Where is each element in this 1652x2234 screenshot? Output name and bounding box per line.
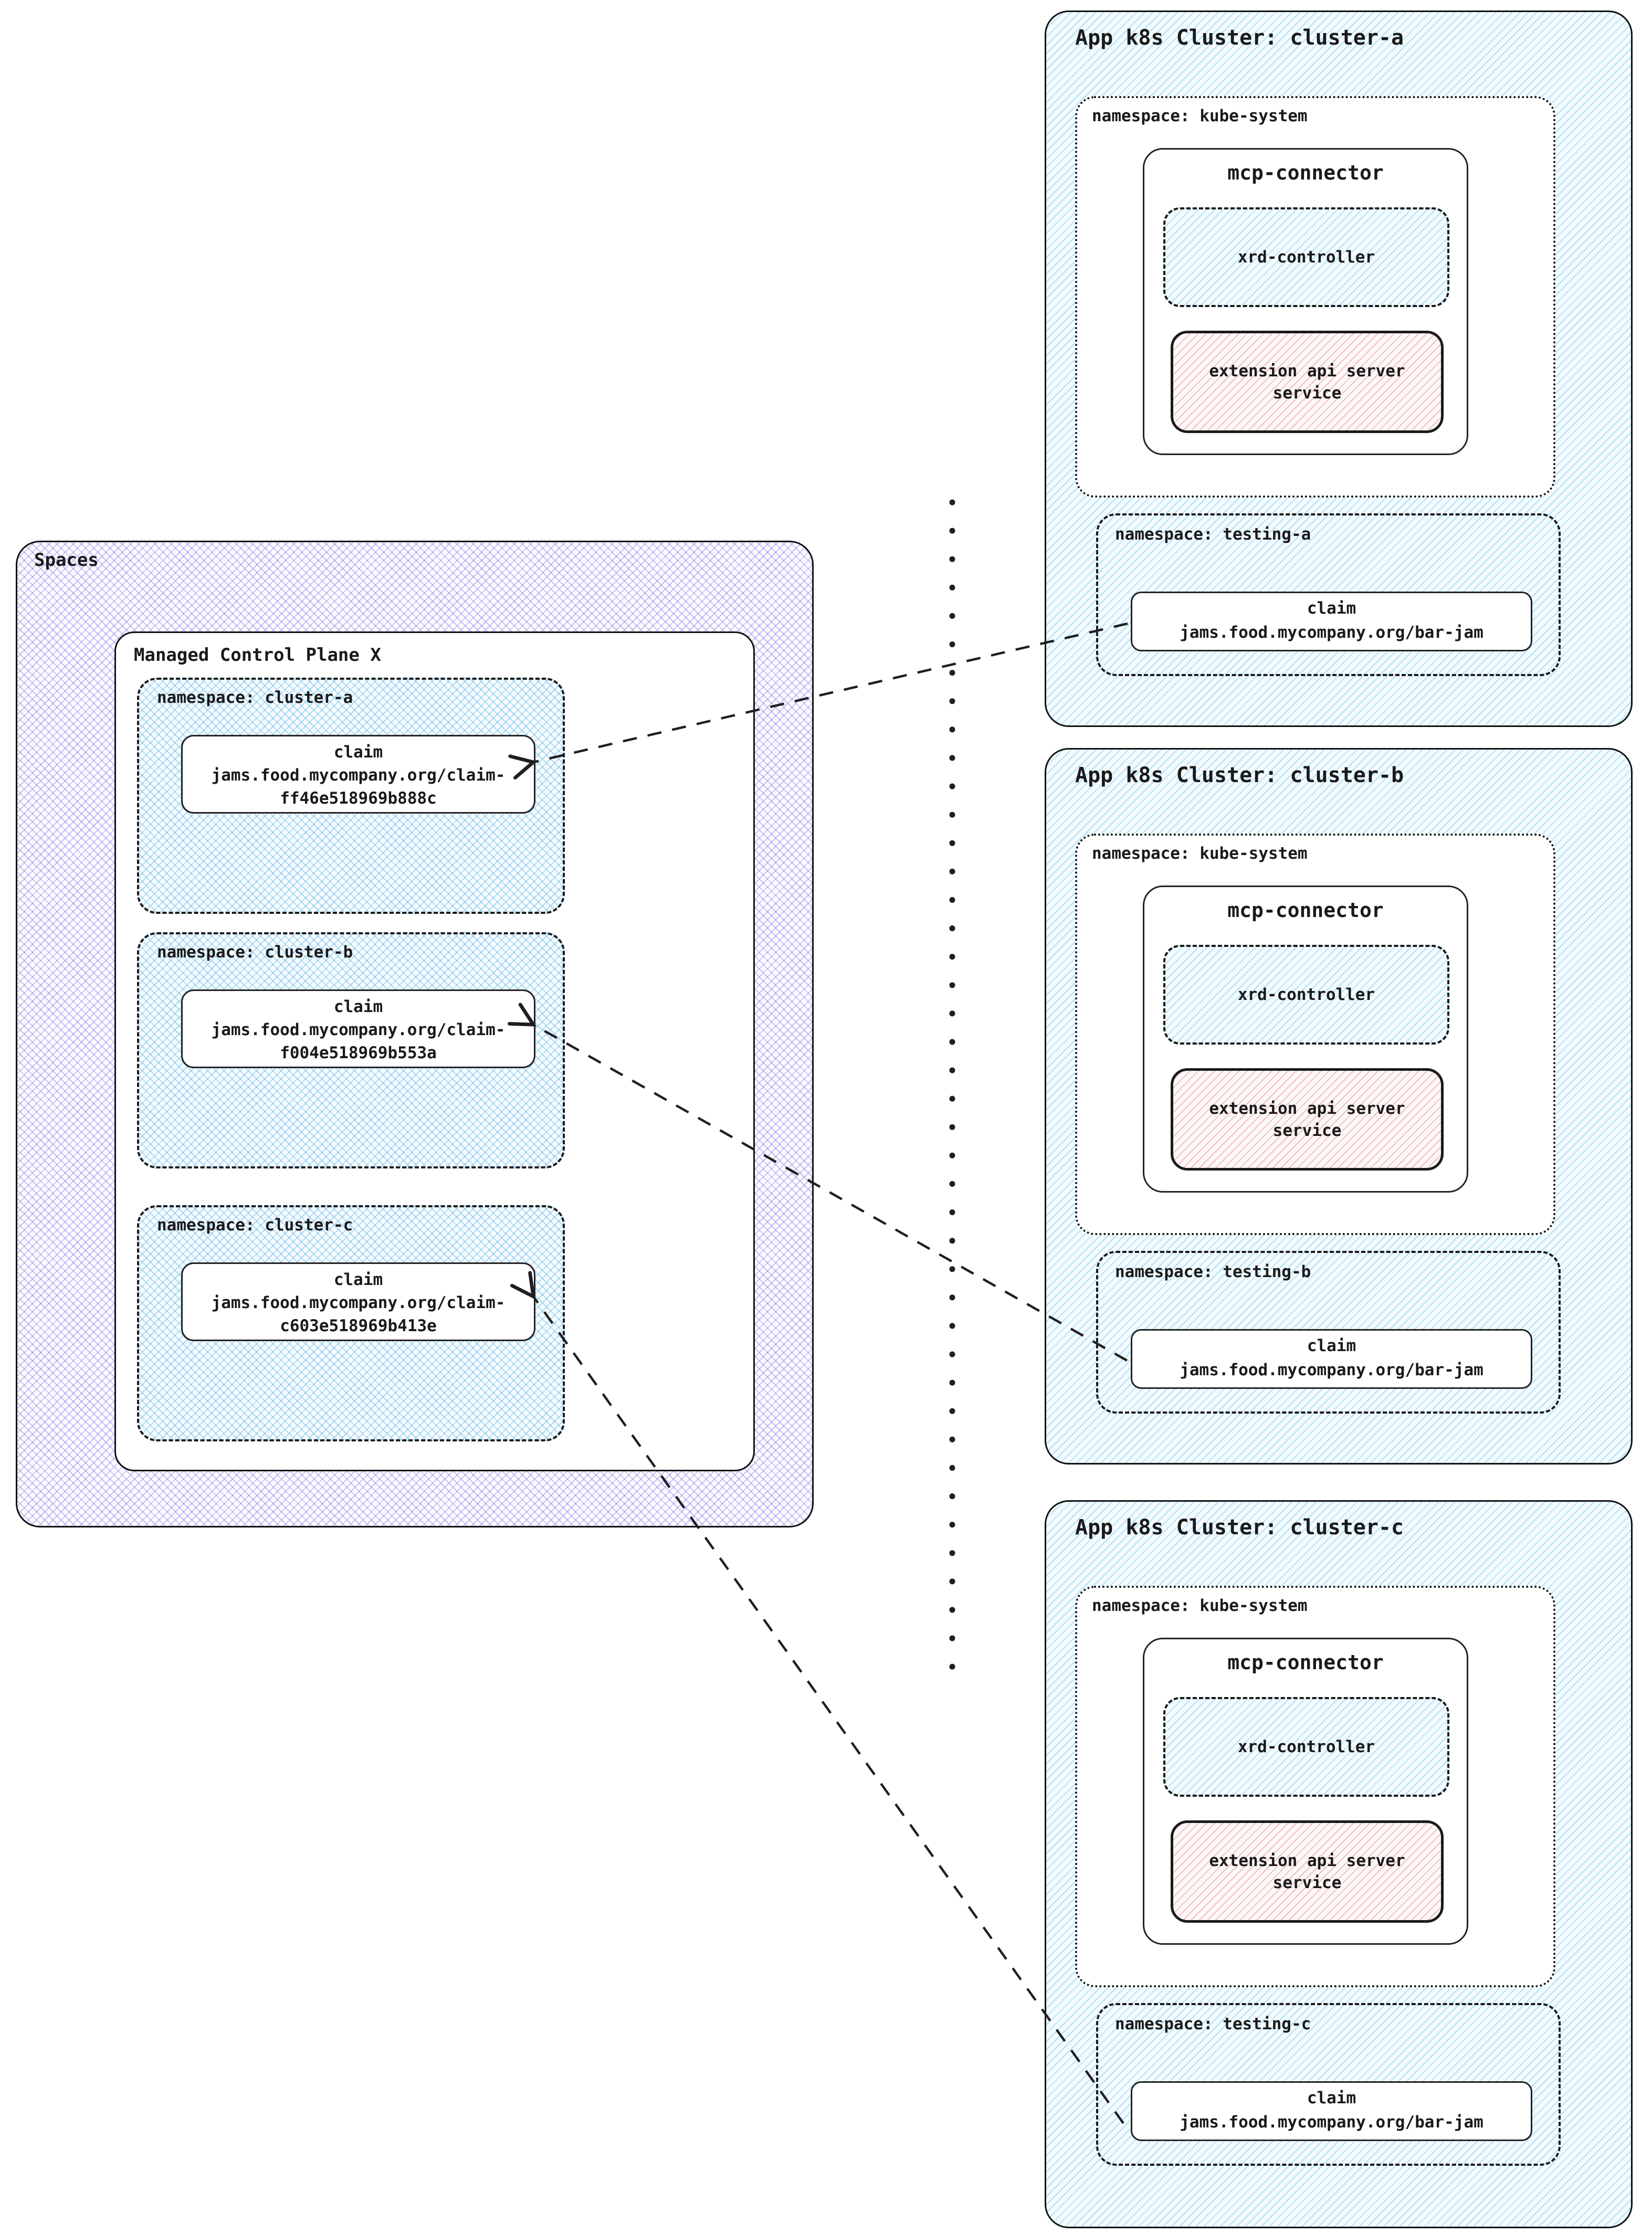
testing-b-label: namespace: testing-b xyxy=(1115,1262,1311,1281)
claim-line2: c603e518969b413e xyxy=(280,1316,437,1335)
cluster-b-mcp-connector-box: mcp-connector xrd-controller extension a… xyxy=(1143,886,1468,1193)
cluster-c-claim-box: claim jams.food.mycompany.org/bar-jam xyxy=(1131,2081,1532,2141)
claim-value: jams.food.mycompany.org/bar-jam xyxy=(1180,2113,1483,2132)
claim-box-cluster-b: claim jams.food.mycompany.org/claim- f00… xyxy=(181,989,535,1068)
claim-line1: jams.food.mycompany.org/claim- xyxy=(211,1293,506,1312)
cluster-c-xrd-controller-box: xrd-controller xyxy=(1163,1697,1449,1797)
claim-line1: jams.food.mycompany.org/claim- xyxy=(211,766,506,785)
testing-c-label: namespace: testing-c xyxy=(1115,2015,1311,2033)
namespace-cluster-c-label: namespace: cluster-c xyxy=(157,1216,353,1235)
namespace-cluster-c-box: namespace: cluster-c claim jams.food.myc… xyxy=(137,1205,565,1441)
cluster-a-testing-namespace-box: namespace: testing-a claim jams.food.myc… xyxy=(1096,513,1561,676)
managed-control-plane-box: Managed Control Plane X namespace: clust… xyxy=(114,631,755,1471)
xrd-controller-label: xrd-controller xyxy=(1237,1737,1375,1756)
claim-line1: jams.food.mycompany.org/claim- xyxy=(211,1020,506,1039)
cluster-a-extension-api-box: extension api server service xyxy=(1171,331,1444,433)
cluster-c-mcp-connector-box: mcp-connector xrd-controller extension a… xyxy=(1143,1638,1468,1945)
cluster-a-xrd-controller-box: xrd-controller xyxy=(1163,207,1449,307)
cluster-b-extension-api-box: extension api server service xyxy=(1171,1068,1444,1171)
app-k8s-cluster-a-box: App k8s Cluster: cluster-a namespace: ku… xyxy=(1045,10,1633,727)
extension-api-line1: extension api server xyxy=(1209,1851,1405,1870)
claim-line2: f004e518969b553a xyxy=(280,1044,437,1062)
claim-title: claim xyxy=(333,997,383,1016)
claim-box-cluster-c: claim jams.food.mycompany.org/claim- c60… xyxy=(181,1262,535,1341)
cluster-a-title: App k8s Cluster: cluster-a xyxy=(1075,26,1404,50)
claim-value: jams.food.mycompany.org/bar-jam xyxy=(1180,623,1483,642)
cluster-b-testing-namespace-box: namespace: testing-b claim jams.food.myc… xyxy=(1096,1251,1561,1414)
claim-title: claim xyxy=(1307,2089,1356,2107)
xrd-controller-label: xrd-controller xyxy=(1237,248,1375,267)
app-k8s-cluster-b-box: App k8s Cluster: cluster-b namespace: ku… xyxy=(1045,748,1633,1464)
cluster-b-xrd-controller-box: xrd-controller xyxy=(1163,945,1449,1045)
cluster-b-title: App k8s Cluster: cluster-b xyxy=(1075,763,1404,787)
namespace-cluster-b-label: namespace: cluster-b xyxy=(157,943,353,962)
mcp-connector-title: mcp-connector xyxy=(1227,899,1384,922)
cluster-c-title: App k8s Cluster: cluster-c xyxy=(1075,1515,1404,1540)
extension-api-line2: service xyxy=(1272,1873,1342,1892)
kube-system-label: namespace: kube-system xyxy=(1092,1596,1308,1615)
extension-api-line2: service xyxy=(1272,1121,1342,1140)
namespace-cluster-b-box: namespace: cluster-b claim jams.food.myc… xyxy=(137,932,565,1168)
cluster-a-claim-box: claim jams.food.mycompany.org/bar-jam xyxy=(1131,592,1532,651)
claim-line2: ff46e518969b888c xyxy=(280,789,437,808)
xrd-controller-label: xrd-controller xyxy=(1237,985,1375,1004)
cluster-a-mcp-connector-box: mcp-connector xrd-controller extension a… xyxy=(1143,148,1468,455)
app-k8s-cluster-c-box: App k8s Cluster: cluster-c namespace: ku… xyxy=(1045,1500,1633,2228)
claim-value: jams.food.mycompany.org/bar-jam xyxy=(1180,1361,1483,1379)
kube-system-label: namespace: kube-system xyxy=(1092,844,1308,863)
spaces-box: Spaces Managed Control Plane X namespace… xyxy=(16,541,814,1527)
cluster-b-claim-box: claim jams.food.mycompany.org/bar-jam xyxy=(1131,1329,1532,1389)
claim-title: claim xyxy=(333,1270,383,1289)
mcp-connector-title: mcp-connector xyxy=(1227,161,1384,184)
claim-box-cluster-a: claim jams.food.mycompany.org/claim- ff4… xyxy=(181,735,535,814)
cluster-c-testing-namespace-box: namespace: testing-c claim jams.food.myc… xyxy=(1096,2003,1561,2166)
extension-api-line2: service xyxy=(1272,383,1342,403)
claim-title: claim xyxy=(1307,599,1356,618)
mcp-connector-title: mcp-connector xyxy=(1227,1651,1384,1674)
extension-api-line1: extension api server xyxy=(1209,361,1405,381)
managed-control-plane-title: Managed Control Plane X xyxy=(134,645,381,666)
spaces-label: Spaces xyxy=(34,550,99,571)
claim-title: claim xyxy=(333,743,383,762)
cluster-c-extension-api-box: extension api server service xyxy=(1171,1820,1444,1923)
cluster-b-kube-system-box: namespace: kube-system mcp-connector xrd… xyxy=(1075,834,1555,1235)
extension-api-line1: extension api server xyxy=(1209,1099,1405,1118)
namespace-cluster-a-box: namespace: cluster-a claim jams.food.myc… xyxy=(137,678,565,914)
claim-title: claim xyxy=(1307,1336,1356,1355)
kube-system-label: namespace: kube-system xyxy=(1092,107,1308,125)
cluster-a-kube-system-box: namespace: kube-system mcp-connector xrd… xyxy=(1075,96,1555,498)
namespace-cluster-a-label: namespace: cluster-a xyxy=(157,688,353,707)
cluster-c-kube-system-box: namespace: kube-system mcp-connector xrd… xyxy=(1075,1586,1555,1987)
testing-a-label: namespace: testing-a xyxy=(1115,525,1311,544)
